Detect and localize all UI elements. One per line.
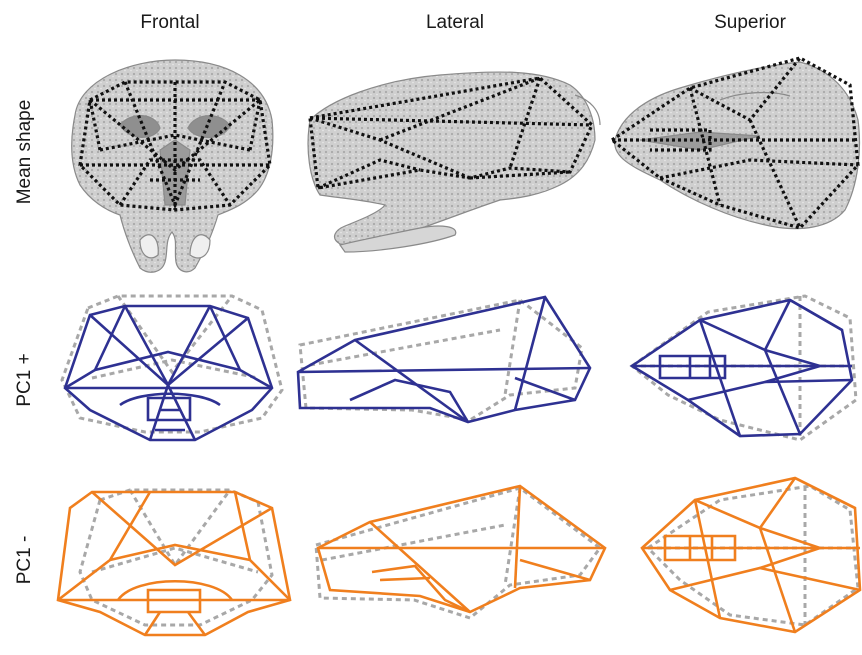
row-header-pc1-plus: PC1 + <box>14 353 35 406</box>
overlay-mean-pc1-minus-superior <box>648 486 858 625</box>
wireframe-pc1-minus-frontal <box>58 492 290 635</box>
wireframe-pc1-minus-lateral <box>318 486 605 612</box>
skull-lateral-render <box>308 72 600 252</box>
column-header-frontal: Frontal <box>140 12 199 33</box>
row-header-pc1-minus: PC1 - <box>14 536 35 585</box>
column-header-lateral: Lateral <box>426 12 484 33</box>
overlay-mean-pc1-minus-lateral <box>316 488 600 618</box>
row-header-mean-shape: Mean shape <box>14 100 35 205</box>
wireframe-pc1-plus-superior <box>632 300 852 436</box>
column-header-superior: Superior <box>714 12 786 33</box>
wireframe-pc1-plus-frontal <box>65 306 272 440</box>
wireframe-pc1-minus-superior <box>642 478 860 632</box>
